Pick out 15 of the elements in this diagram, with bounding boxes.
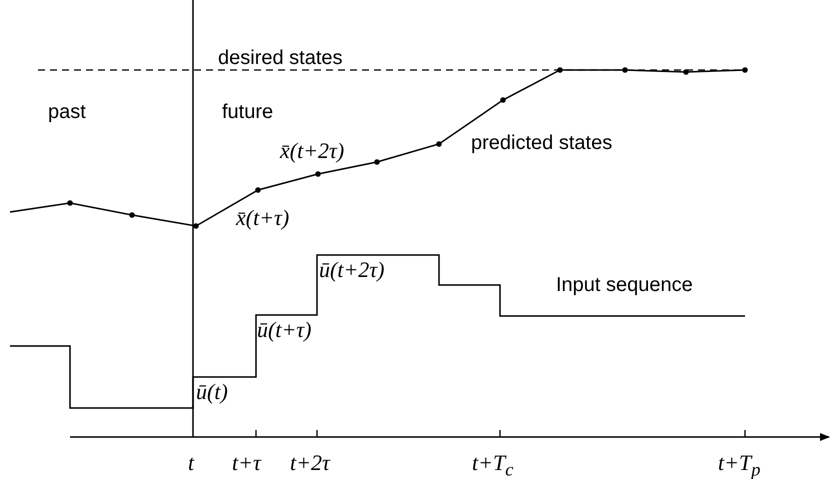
input-label: ū(t+τ) <box>257 319 312 341</box>
axis-tick-label: t+T$_{p}$ <box>718 452 760 479</box>
region-label: future <box>222 102 274 122</box>
axis-tick-label: t <box>188 452 194 474</box>
axis-tick-label: t+τ <box>232 452 261 474</box>
region-label: past <box>48 102 86 122</box>
state-label: x̄(t+τ) <box>236 207 290 229</box>
axis-tick-label: t+2τ <box>290 452 330 474</box>
input-label: ū(t) <box>196 381 228 403</box>
axis-tick-label: t+T$_{c}$ <box>472 452 514 479</box>
state-label: x̄(t+2τ) <box>280 140 344 162</box>
curve-label: predicted states <box>471 133 612 153</box>
input-label: ū(t+2τ) <box>319 259 384 281</box>
region-label: desired states <box>218 48 343 68</box>
curve-label: Input sequence <box>556 275 693 295</box>
